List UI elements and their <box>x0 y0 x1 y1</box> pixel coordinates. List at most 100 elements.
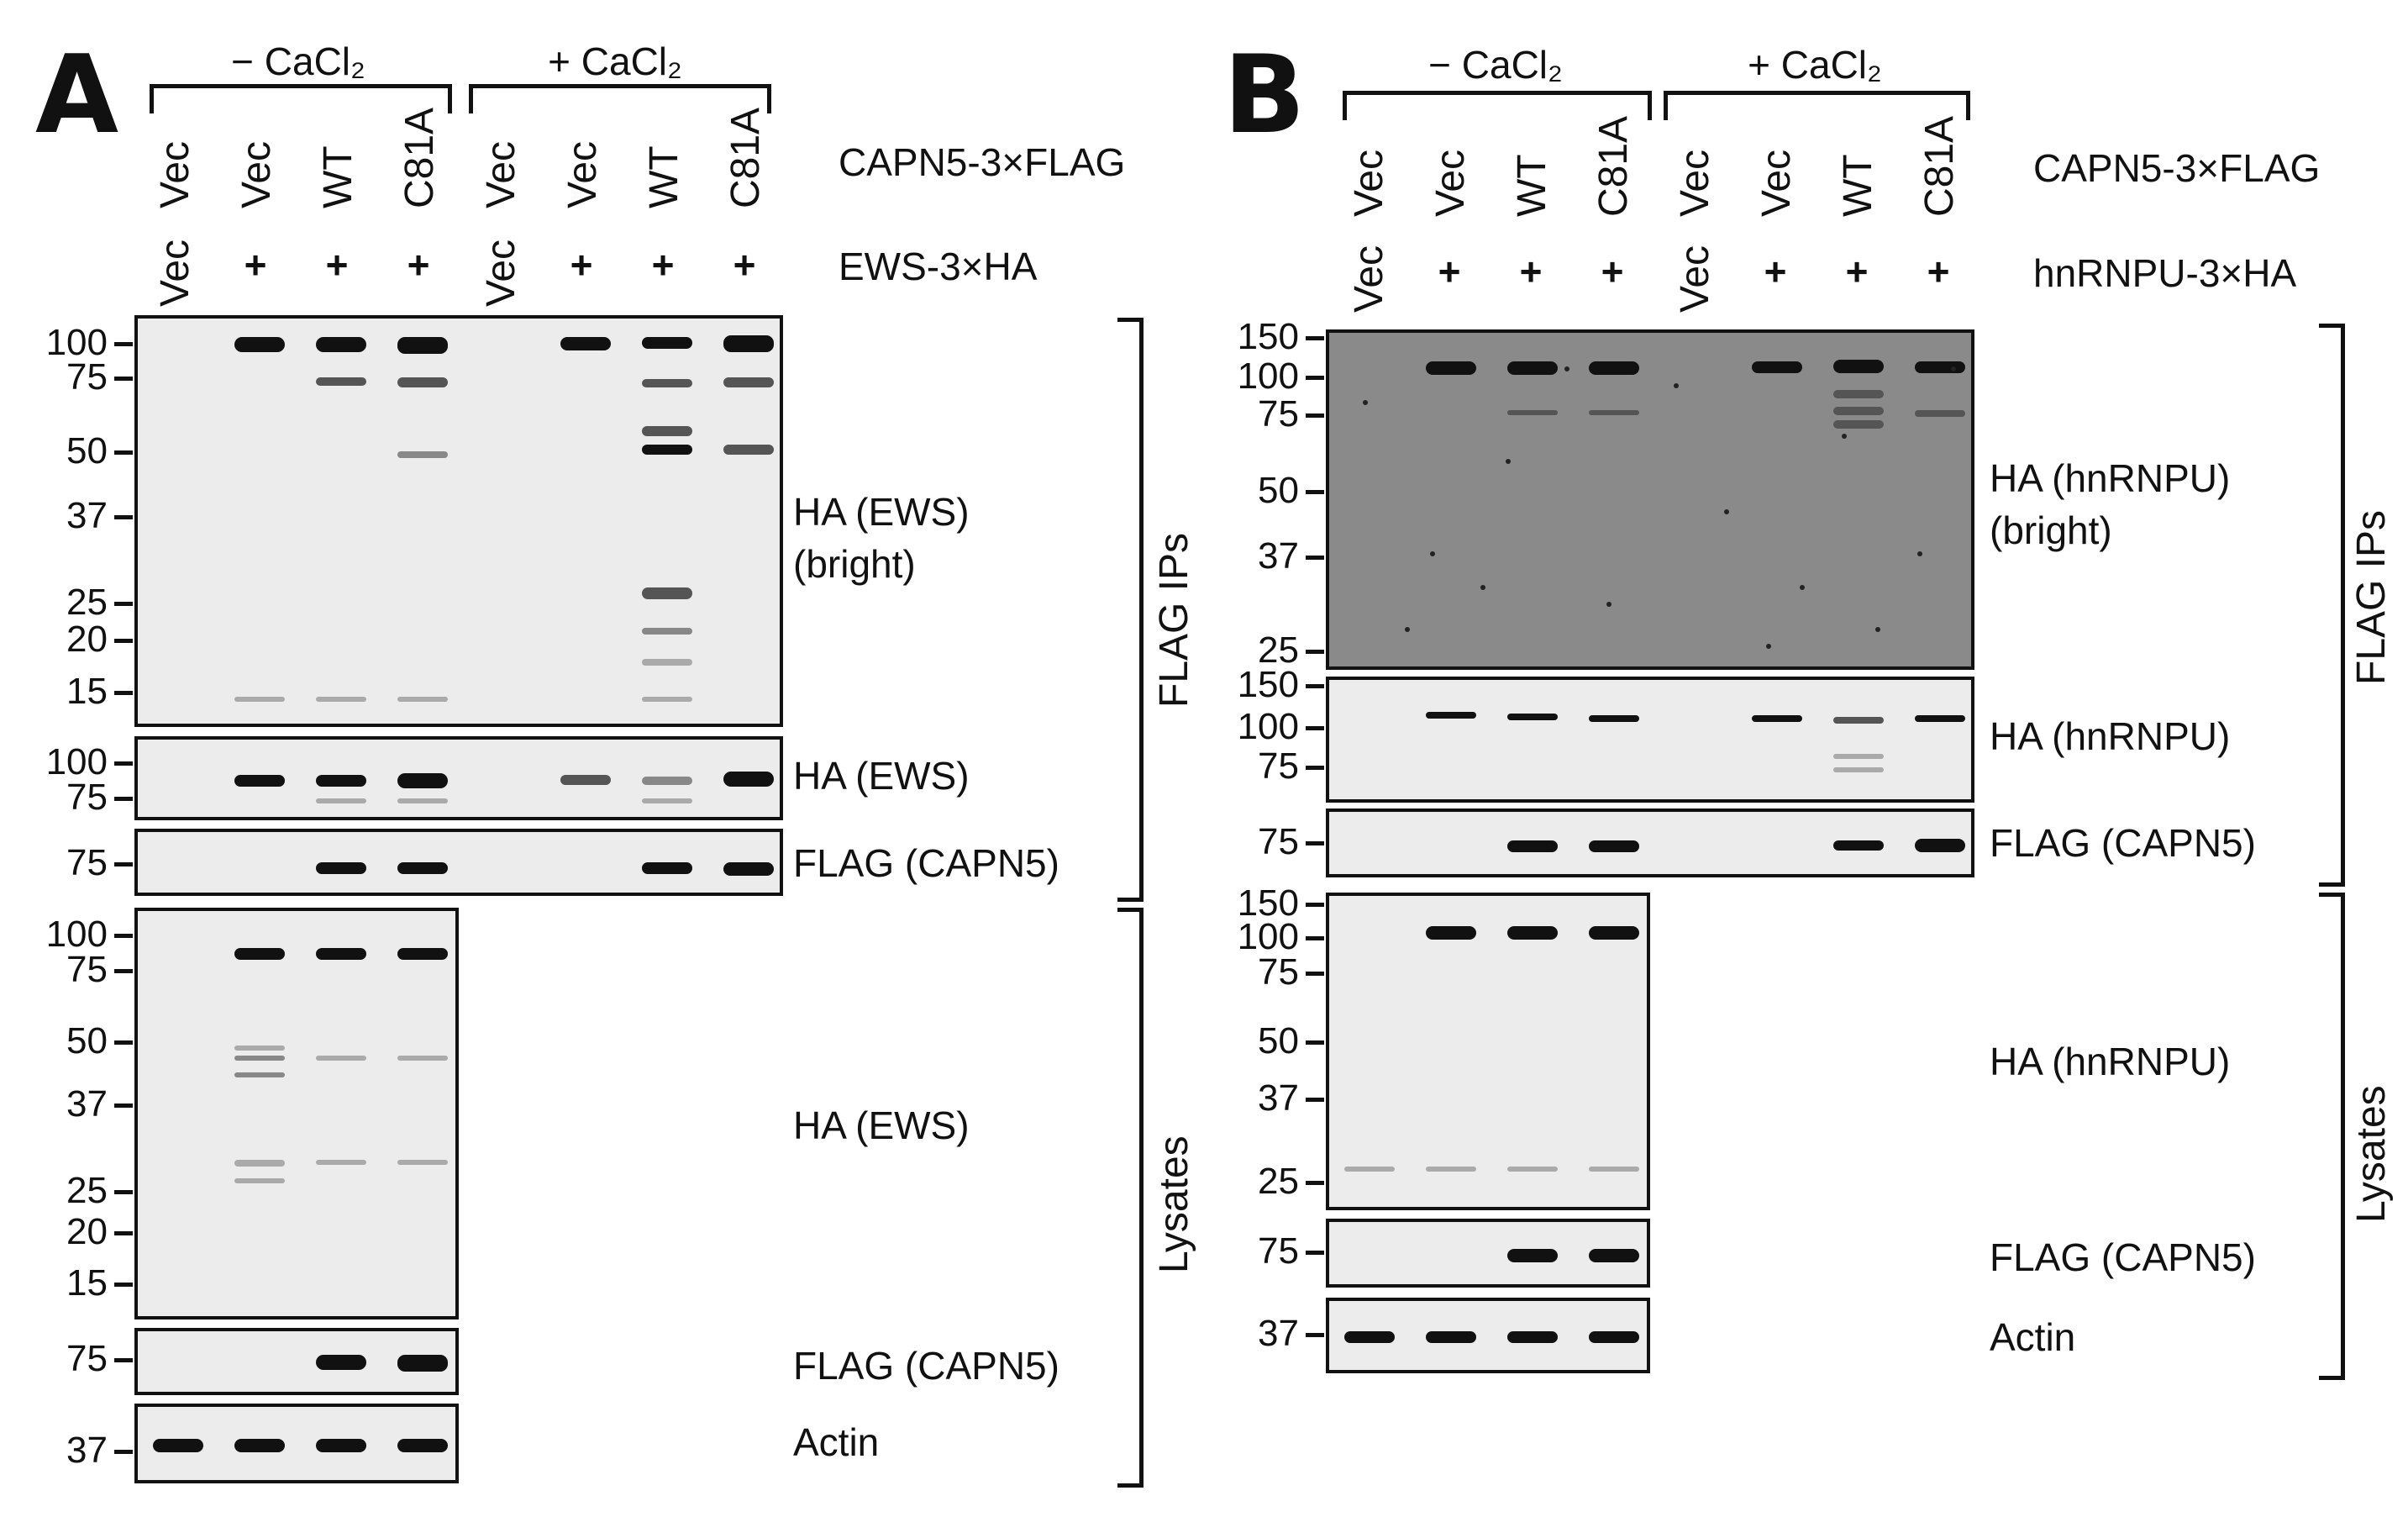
panelA-lys_ha-mw-tick-20 <box>114 1231 133 1235</box>
panelB-ha-lane-2: + <box>1438 250 1461 293</box>
panel-a-ha-bright-band-19 <box>316 697 366 702</box>
panel-a-blot-lysate-flag <box>134 1328 459 1395</box>
panel-b-speckle-1 <box>1363 400 1368 405</box>
panel-b-lysate-ha-band-4 <box>1344 1167 1395 1172</box>
panelA-lys_ha-mw-tick-37 <box>114 1104 133 1108</box>
panel-a-flag-band-4 <box>723 862 774 876</box>
panel-a-lysate-ha-band-4 <box>234 1046 285 1051</box>
panelA-lys_ha-mw-37: 37 <box>66 1083 108 1125</box>
panel-a-ha-bright-band-6 <box>723 335 774 352</box>
panel-b-speckle-13 <box>1766 644 1771 649</box>
panelA-ha-mw-100: 100 <box>45 741 108 782</box>
panel-b-ha-band-3 <box>1589 715 1639 722</box>
panel-a-lysate-flag-band-1 <box>316 1355 366 1370</box>
panelB-capn5-lane-3: WT <box>1510 154 1554 217</box>
panel-a-ips-label: FLAG IPs <box>1152 532 1196 708</box>
panelB-lys_ha-mw-25: 25 <box>1258 1161 1299 1202</box>
panelA-ha-lane-1: Vec <box>153 239 197 307</box>
panelA-lys_ha-mw-75: 75 <box>66 949 108 990</box>
panelB-lys_ha-mw-tick-37 <box>1306 1098 1324 1102</box>
panel-a-lysates-label: Lysates <box>1152 1135 1196 1273</box>
panelB-lys_flag-mw-tick-75 <box>1306 1251 1324 1255</box>
panel-b-speckle-7 <box>1800 585 1805 590</box>
panel-b-group-minus-cacl2: − CaCl₂ <box>1428 43 1563 87</box>
panel-b-speckle-11 <box>1405 627 1410 632</box>
panel-a-ha-bright-band-13 <box>723 445 774 455</box>
panel-a-ha-bright-band-1 <box>234 337 285 352</box>
panelA-capn5-lane-4: C81A <box>397 107 442 208</box>
panel-a-label-ha-bright-line2: (bright) <box>793 542 916 587</box>
panel-b-speckle-9 <box>1917 551 1922 556</box>
panel-b-ha-bright-band-4 <box>1752 361 1802 373</box>
panelB-lys_ha-mw-tick-150 <box>1306 903 1324 907</box>
panel-b-letter: B <box>1223 33 1306 158</box>
panel-b-speckle-14 <box>1875 627 1880 632</box>
panelB-ha-mw-tick-150 <box>1306 684 1324 688</box>
panel-a-lysate-actin-band-4 <box>397 1439 448 1452</box>
panel-a-label-lysate-actin: Actin <box>793 1420 880 1464</box>
panel-a-blot-flag <box>134 829 783 896</box>
panelA-lys_ha-mw-tick-100 <box>114 934 133 938</box>
panel-a-ha-bright-band-17 <box>642 659 692 666</box>
panelA-lys_flag-mw-75: 75 <box>66 1338 108 1379</box>
panel-a-ips-bracket <box>1117 318 1144 902</box>
panelA-lys_ha-mw-100: 100 <box>45 914 108 955</box>
panelB-ha-lane-3: + <box>1519 250 1543 293</box>
panel-a-ha-bright-band-10 <box>723 377 774 387</box>
panel-b-ha-band-2 <box>1507 714 1558 720</box>
panel-a-flag-band-2 <box>397 862 448 874</box>
panelA-lys_ha-mw-15: 15 <box>66 1262 108 1304</box>
panelA-capn5-lane-7: WT <box>642 145 686 208</box>
panelB-ha_bright-mw-25: 25 <box>1258 629 1299 671</box>
panelB-lys_ha-mw-tick-100 <box>1306 936 1324 940</box>
panelB-capn5-lane-4: C81A <box>1591 115 1636 217</box>
panel-a-ha-band-1 <box>234 775 285 787</box>
panel-a-ha-bright-band-5 <box>642 337 692 349</box>
panelA-ha_bright-mw-50: 50 <box>66 430 108 471</box>
panelB-flag-mw-tick-75 <box>1306 841 1324 845</box>
panel-b-lysate-flag-band-2 <box>1589 1249 1639 1262</box>
panelA-ha-lane-3: + <box>325 243 349 287</box>
panel-b-label-lysate-flag: FLAG (CAPN5) <box>1990 1235 2256 1279</box>
panelB-ha-lane-1: Vec <box>1347 245 1391 313</box>
panel-b-ha-band-1 <box>1426 712 1476 719</box>
panel-b-label-ha-bright: HA (hnRNPU) (bright) <box>1990 452 2230 556</box>
panelB-ha-mw-75: 75 <box>1258 745 1299 787</box>
panelB-ha-mw-100: 100 <box>1237 706 1299 747</box>
panelB-ha-mw-tick-75 <box>1306 766 1324 770</box>
panelB-ha_bright-mw-tick-25 <box>1306 650 1324 654</box>
panel-a-ha-row-label: EWS-3×HA <box>839 245 1038 288</box>
panel-b-ha-band-5 <box>1833 717 1884 724</box>
panel-a-lysate-flag-band-2 <box>397 1355 448 1372</box>
panelB-ha-lane-6: + <box>1764 250 1787 293</box>
panelA-lys_flag-mw-tick-75 <box>114 1358 133 1362</box>
panelA-lys_actin-mw-tick-37 <box>114 1450 133 1454</box>
panelB-capn5-lane-7: WT <box>1836 154 1880 217</box>
panel-a-label-ha: HA (EWS) <box>793 754 970 798</box>
panel-b-ha-bright-band-8 <box>1833 407 1884 415</box>
panel-b-speckle-3 <box>1506 459 1511 464</box>
panel-b-label-ha-bright-line2: (bright) <box>1990 508 2112 553</box>
panel-a-ha-bright-band-15 <box>642 587 692 599</box>
panel-b-blot-ha <box>1326 677 1974 803</box>
panel-a-lysate-ha-band-6 <box>234 1072 285 1077</box>
panel-b-speckle-8 <box>1842 434 1847 439</box>
panelB-capn5-lane-5: Vec <box>1673 149 1717 217</box>
panelB-ha_bright-mw-tick-75 <box>1306 413 1324 418</box>
panel-b-ha-bright-band-12 <box>1589 410 1639 415</box>
panelA-ha_bright-mw-75: 75 <box>66 356 108 398</box>
panel-b-ha-bright-band-9 <box>1833 420 1884 429</box>
panel-b-flag-band-3 <box>1833 840 1884 851</box>
panel-a-ha-band-4 <box>560 775 611 785</box>
panel-a-bracket-minus <box>150 84 452 113</box>
panel-b-speckle-4 <box>1606 602 1611 607</box>
panelB-lys_flag-mw-75: 75 <box>1258 1230 1299 1272</box>
panel-a-ha-bright-band-21 <box>642 697 692 702</box>
panel-b-speckle-10 <box>1951 366 1956 371</box>
panel-a-lysate-actin-band-1 <box>153 1439 203 1452</box>
panel-a-lysate-ha-band-8 <box>397 1056 448 1061</box>
panelA-lys_actin-mw-37: 37 <box>66 1430 108 1471</box>
panel-a-lysate-ha-band-3 <box>397 948 448 960</box>
panel-b-flag-band-2 <box>1589 840 1639 852</box>
panel-a-capn5-row-label: CAPN5-3×FLAG <box>839 140 1126 184</box>
